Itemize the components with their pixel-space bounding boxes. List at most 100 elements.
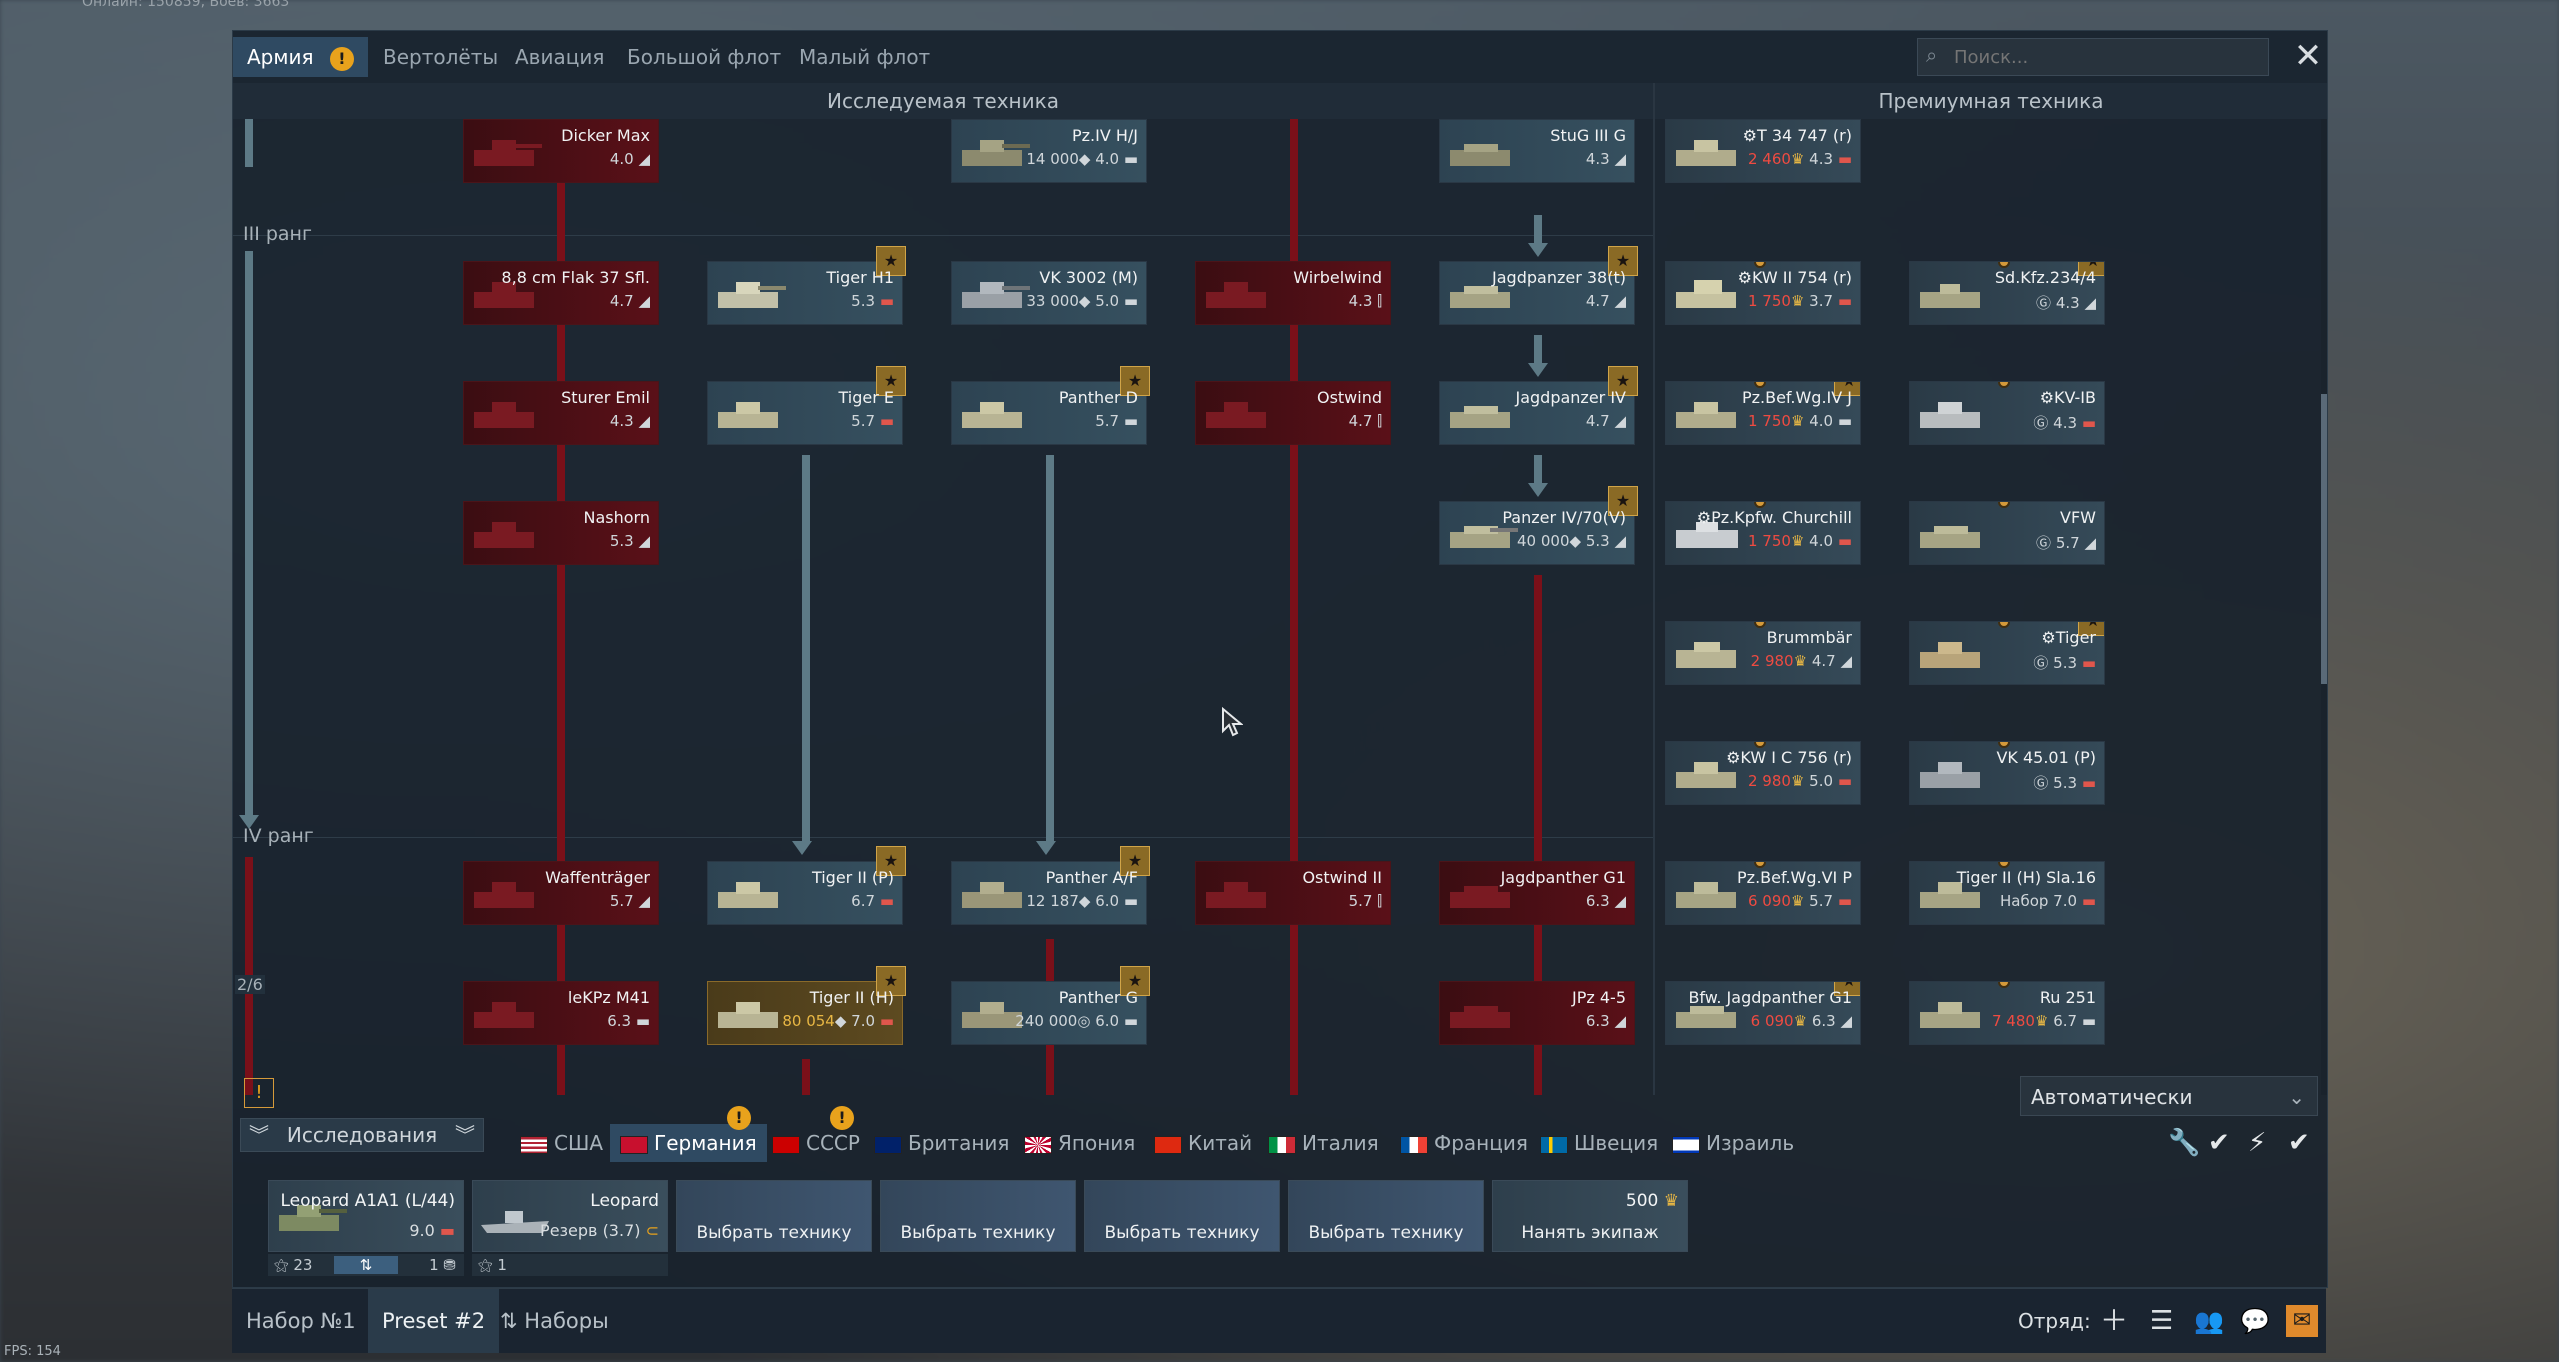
tab-army[interactable]: Армия !	[233, 37, 368, 77]
vehicle-card[interactable]: ★ Panther G 240 000◎ 6.0 ▬	[951, 966, 1150, 1045]
premium-card[interactable]: ★ ⚙Tiger Ⓖ 5.3 ▬	[1909, 621, 2105, 685]
preset-tab-1[interactable]: Набор №1	[246, 1309, 356, 1333]
nation-tab-italy[interactable]: Италия	[1268, 1124, 1379, 1162]
premium-card[interactable]: Brummbär 2 980♛ 4.7 ◢	[1665, 621, 1861, 685]
add-squad-icon[interactable]: ＋	[2100, 1304, 2129, 1337]
tank-silhouette-icon	[1450, 1006, 1510, 1028]
vehicle-name: ⚙Pz.Kpfw. Churchill	[1696, 508, 1852, 527]
tab-bluewater[interactable]: Большой флот	[627, 45, 782, 69]
premium-card[interactable]: Tiger II (H) Sla.16 Набор 7.0 ▬	[1909, 861, 2105, 925]
nation-tab-japan[interactable]: Япония	[1024, 1124, 1135, 1162]
nation-tab-france[interactable]: Франция	[1400, 1124, 1528, 1162]
crew-slot-empty[interactable]: Выбрать технику	[676, 1180, 872, 1252]
tank-image-icon	[1676, 402, 1736, 428]
vehicle-card[interactable]: Pz.IV H/J 14 000◆ 4.0 ▬	[951, 119, 1147, 183]
premium-card[interactable]: ⚙T 34 747 (r) 2 460♛ 4.3 ▬	[1665, 119, 1861, 183]
vehicle-card[interactable]: Jagdpanther G1 6.3 ◢	[1439, 861, 1635, 925]
tab-aviation[interactable]: Авиация	[515, 45, 605, 69]
vehicle-card[interactable]: StuG III G 4.3 ◢	[1439, 119, 1635, 183]
premium-card[interactable]: VFW Ⓖ 5.7 ◢	[1909, 501, 2105, 565]
vehicle-card[interactable]: 8,8 cm Flak 37 Sfl. 4.7 ◢	[463, 261, 659, 325]
warning-toggle-icon[interactable]: !	[244, 1078, 274, 1108]
list-icon[interactable]: ☰	[2150, 1306, 2174, 1336]
premium-card[interactable]: ⚙KV-IB Ⓖ 4.3 ▬	[1909, 381, 2105, 445]
presets-button[interactable]: ⇅ Наборы	[500, 1309, 609, 1333]
premium-card[interactable]: ★ Sd.Kfz.234/4 Ⓖ 4.3 ◢	[1909, 261, 2105, 325]
tab-coastal[interactable]: Малый флот	[799, 45, 931, 69]
premium-card[interactable]: ⚙Pz.Kpfw. Churchill 1 750♛ 4.0 ▬	[1665, 501, 1861, 565]
research-toggle-button[interactable]: ︾ Исследования ︾	[240, 1118, 484, 1152]
tree-scrollbar[interactable]	[2321, 119, 2327, 1095]
preset-tab-2[interactable]: Preset #2	[368, 1289, 500, 1353]
vehicle-card[interactable]: Sturer Emil 4.3 ◢	[463, 381, 659, 445]
crew-slot[interactable]: Leopard Резерв (3.7) ⊂	[472, 1180, 668, 1252]
premium-card[interactable]: Pz.Bef.Wg.VI P 6 090♛ 5.7 ▬	[1665, 861, 1861, 925]
tank-silhouette-icon	[1450, 886, 1510, 908]
premium-card[interactable]: ★ Pz.Bef.Wg.IV J 1 750♛ 4.0 ▬	[1665, 381, 1861, 445]
vehicle-card[interactable]: ★ Tiger II (H) 80 054◆ 7.0 ▬	[707, 966, 906, 1045]
crew-slot-empty[interactable]: Выбрать технику	[880, 1180, 1076, 1252]
vehicle-card[interactable]: ★ Tiger II (P) 6.7 ▬	[707, 846, 906, 925]
nation-tab-china[interactable]: Китай	[1154, 1124, 1252, 1162]
search-box[interactable]: ⌕	[1917, 38, 2269, 76]
nation-tab-britain[interactable]: Британия	[874, 1124, 1009, 1162]
tank-image-icon	[718, 282, 786, 308]
nation-tab-germany[interactable]: Германия	[610, 1124, 767, 1162]
vehicle-name: Wirbelwind	[1293, 268, 1382, 287]
close-button[interactable]: ✕	[2293, 36, 2323, 76]
repair-all-icon[interactable]: ⚡	[2248, 1128, 2267, 1158]
vehicle-card[interactable]: ★ Tiger E 5.7 ▬	[707, 366, 906, 445]
friends-icon[interactable]: 👥	[2194, 1307, 2224, 1335]
connector-line	[1534, 455, 1542, 483]
crew-slot-empty[interactable]: Выбрать технику	[1084, 1180, 1280, 1252]
premium-card[interactable]: VK 45.01 (P) Ⓖ 5.3 ▬	[1909, 741, 2105, 805]
vehicle-card[interactable]: Wirbelwind 4.3 ⫿	[1195, 261, 1391, 325]
hire-crew-slot[interactable]: 500 ♛ Нанять экипаж	[1492, 1180, 1688, 1252]
premium-card[interactable]: ⚙KW II 754 (r) 1 750♛ 3.7 ▬	[1665, 261, 1861, 325]
vehicle-card[interactable]: ★ Tiger H1 5.3 ▬	[707, 246, 906, 325]
vehicle-card[interactable]: Nashorn 5.3 ◢	[463, 501, 659, 565]
vehicle-card[interactable]: ★ Jagdpanzer IV 4.7 ◢	[1439, 366, 1638, 445]
cost-and-rating: 40 000◆ 5.3 ◢	[1517, 532, 1626, 550]
tank-image-icon	[1450, 406, 1510, 428]
vehicle-name: VK 45.01 (P)	[1996, 748, 2096, 767]
nation-tab-ussr[interactable]: СССР	[772, 1124, 860, 1162]
premium-card[interactable]: ⚙KW I C 756 (r) 2 980♛ 5.0 ▬	[1665, 741, 1861, 805]
check-icon[interactable]: ✔	[2208, 1128, 2230, 1158]
vehicle-name: Ru 251	[2039, 988, 2096, 1007]
vehicle-card[interactable]: Ostwind 4.7 ⫿	[1195, 381, 1391, 445]
vehicle-card[interactable]: Dicker Max 4.0 ◢	[463, 119, 659, 183]
vehicle-card[interactable]: ★ Panther A/F 12 187◆ 6.0 ▬	[951, 846, 1150, 925]
premium-card[interactable]: Ru 251 7 480♛ 6.7 ▬	[1909, 981, 2105, 1045]
vehicle-card[interactable]: ★ Panther D 5.7 ▬	[951, 366, 1150, 445]
chat-icon[interactable]: 💬	[2240, 1307, 2270, 1335]
search-input[interactable]	[1952, 39, 2256, 75]
crew-slot[interactable]: Leopard A1A1 (L/44) 9.0 ▬	[268, 1180, 464, 1252]
wrench-icon[interactable]: 🔧	[2168, 1128, 2201, 1158]
crew-slot-empty[interactable]: Выбрать технику	[1288, 1180, 1484, 1252]
vehicle-card[interactable]: Waffenträger 5.7 ◢	[463, 861, 659, 925]
germany-flag-icon	[620, 1135, 648, 1154]
mouse-cursor-icon	[1222, 707, 1243, 737]
italy-flag-icon	[1268, 1135, 1296, 1154]
nation-tab-sweden[interactable]: Швеция	[1540, 1124, 1658, 1162]
rank-badge-icon: ★	[1608, 486, 1638, 516]
vehicle-name: Waffenträger	[545, 868, 650, 887]
vehicle-card[interactable]: ★ Jagdpanzer 38(t) 4.7 ◢	[1439, 246, 1638, 325]
auto-select-dropdown[interactable]: Автоматически ⌄	[2020, 1076, 2318, 1116]
check-all-icon[interactable]: ✔	[2288, 1128, 2310, 1158]
scrollbar-thumb[interactable]	[2321, 394, 2327, 684]
vehicle-card[interactable]: ★ Panzer IV/70(V) 40 000◆ 5.3 ◢	[1439, 486, 1638, 565]
vehicle-card[interactable]: JPz 4-5 6.3 ◢	[1439, 981, 1635, 1045]
vehicle-card[interactable]: leKPz M41 6.3 ▬	[463, 981, 659, 1045]
swap-icon[interactable]: ⇅	[334, 1256, 398, 1274]
tab-helicopters[interactable]: Вертолёты	[383, 45, 499, 69]
mail-icon[interactable]: ✉	[2286, 1305, 2318, 1337]
nation-tab-usa[interactable]: США	[520, 1124, 603, 1162]
tank-silhouette-icon	[474, 1002, 534, 1028]
crew-slot-info: ⚝ 23 ⇅ 1 ⛃	[268, 1254, 464, 1276]
vehicle-card[interactable]: VK 3002 (M) 33 000◆ 5.0 ▬	[951, 261, 1147, 325]
nation-tab-israel[interactable]: Израиль	[1672, 1124, 1794, 1162]
vehicle-card[interactable]: Ostwind II 5.7 ⫿	[1195, 861, 1391, 925]
premium-card[interactable]: ★ Bfw. Jagdpanther G1 6 090♛ 6.3 ◢	[1665, 981, 1861, 1045]
